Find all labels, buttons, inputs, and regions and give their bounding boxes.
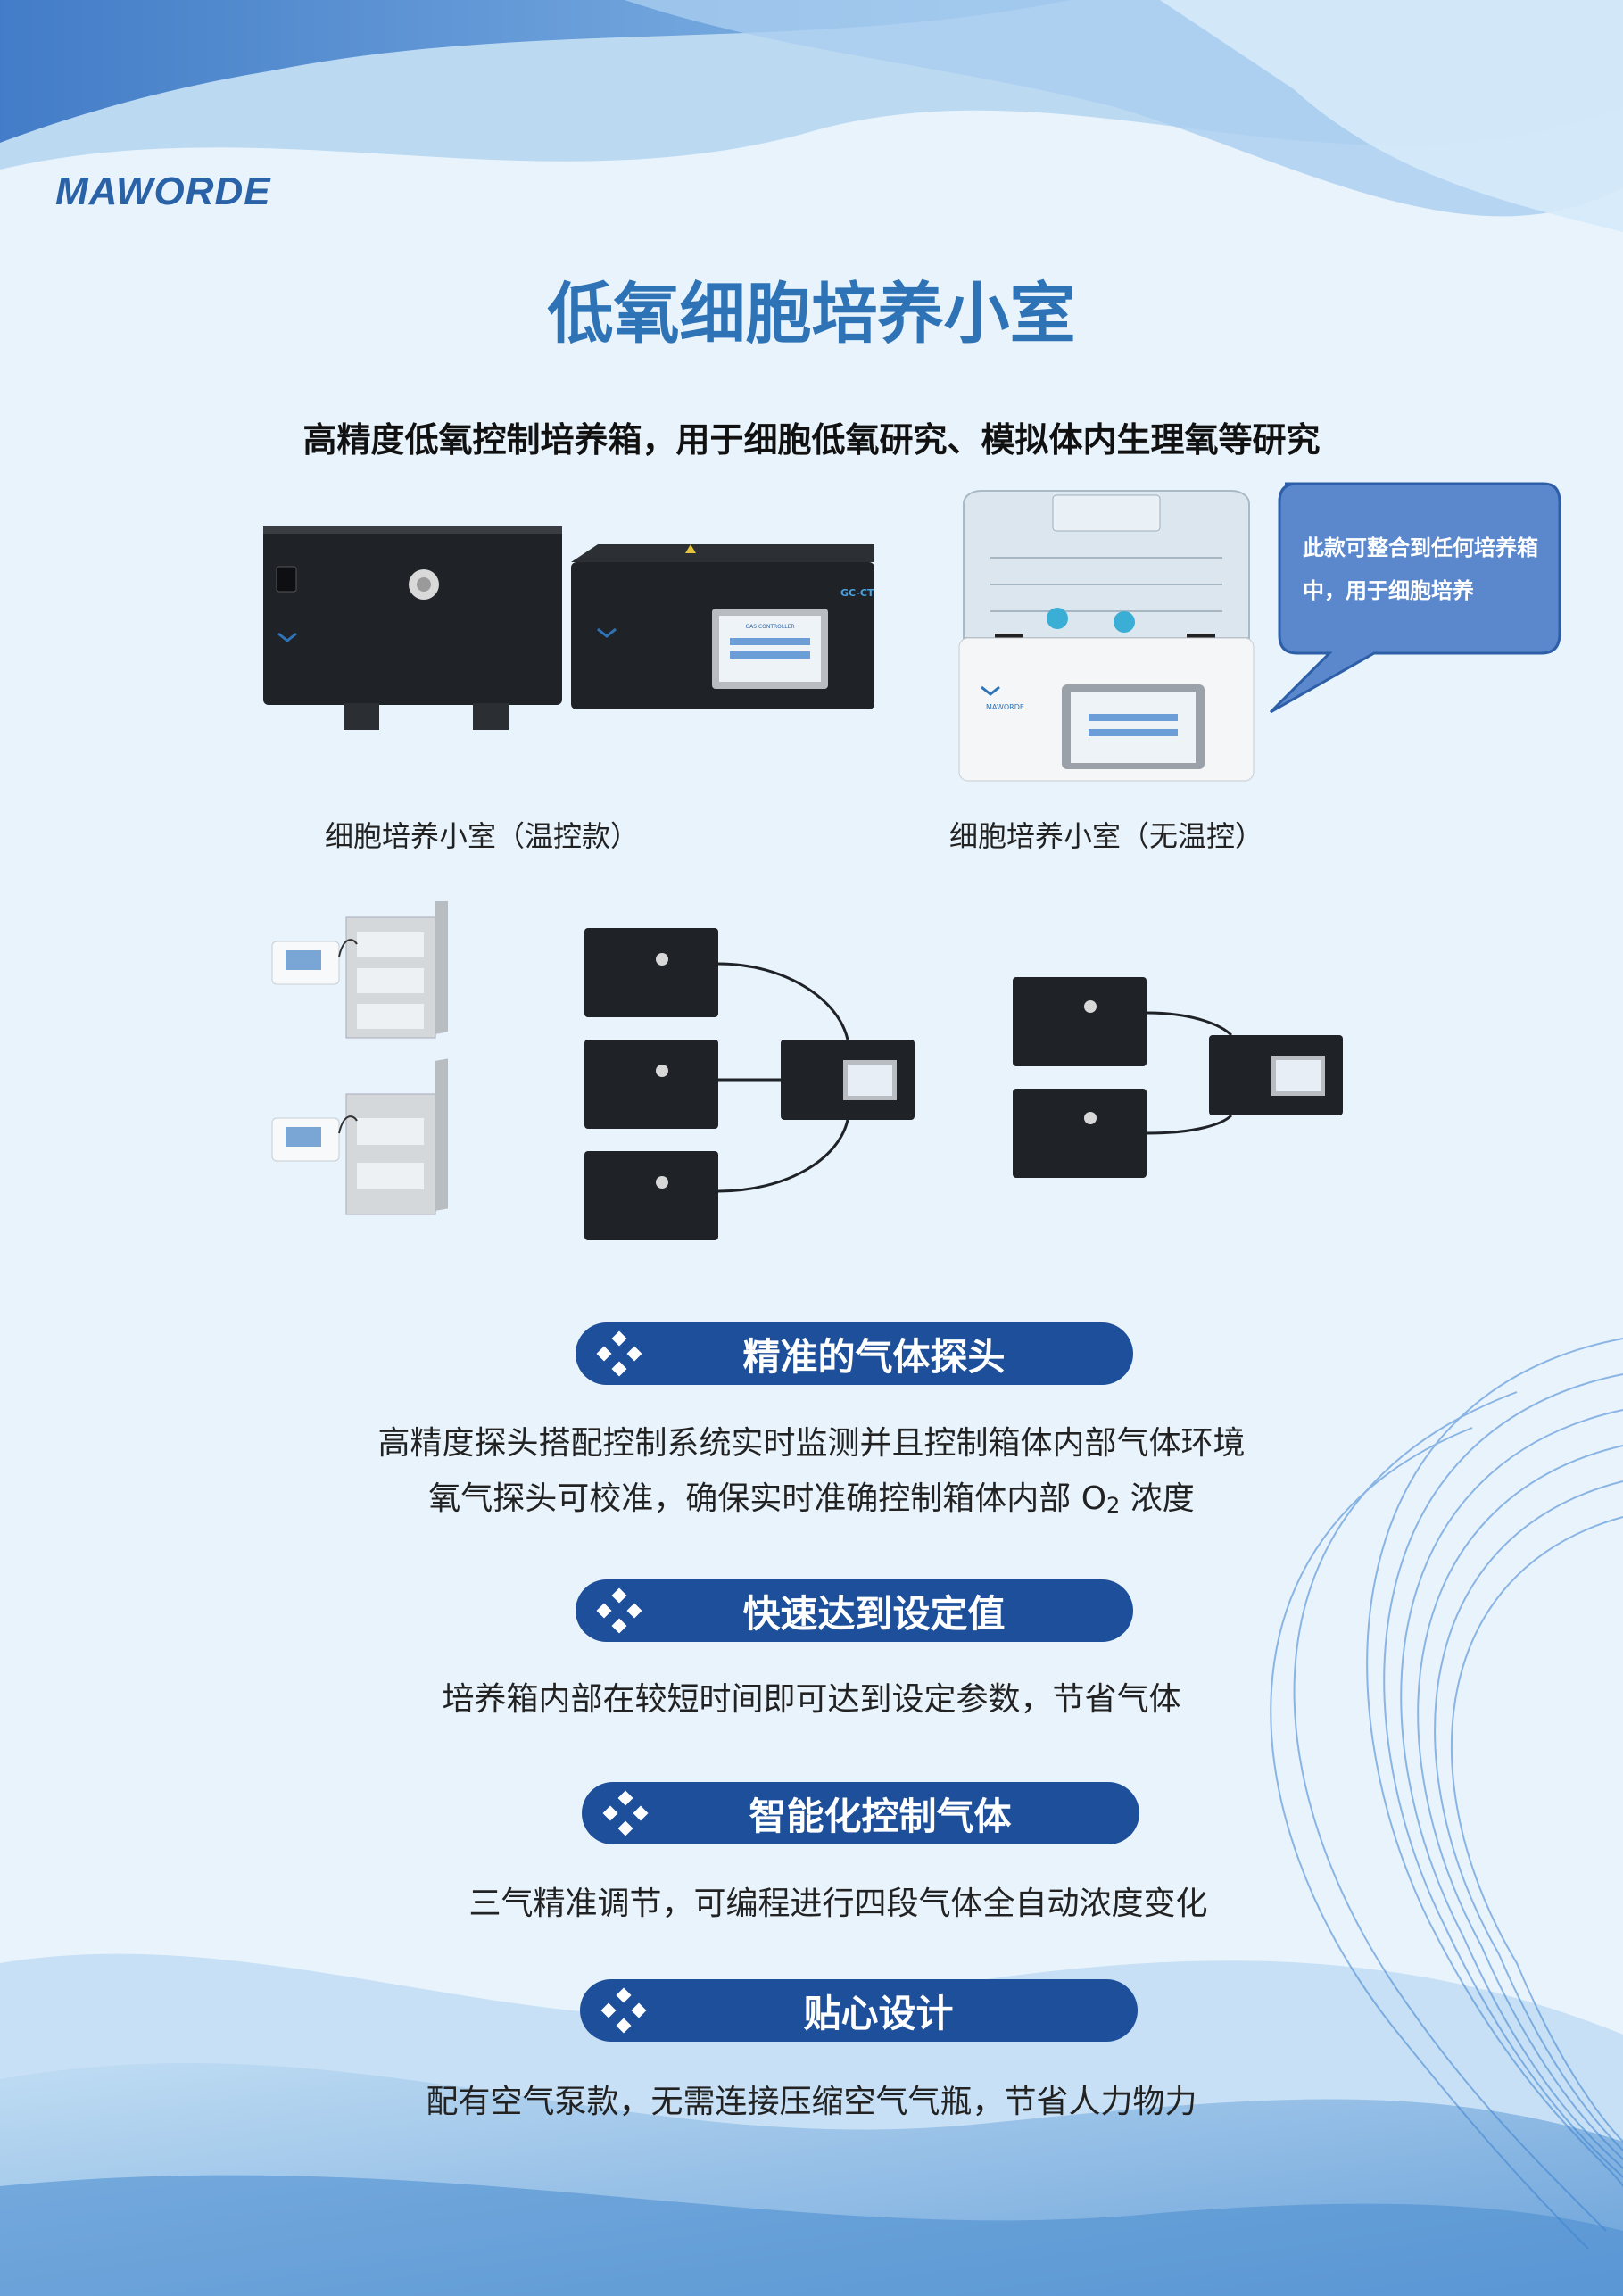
device-brand-label: MAWORDE — [986, 703, 1024, 711]
feature-heading-pill-2: 快速达到设定值 — [576, 1579, 1133, 1642]
feature-text-1b: 氧气探头可校准，确保实时准确控制箱体内部 O2 浓度 — [428, 1480, 1195, 1518]
product-image-no-temp: MAWORDE — [958, 490, 1255, 782]
feature-text-3: 三气精准调节，可编程进行四段气体全自动浓度变化 — [468, 1886, 1208, 1922]
screen-title-label: GAS CONTROLLER — [745, 624, 794, 630]
feature-text-2: 培养箱内部在较短时间即可达到设定参数，节省气体 — [442, 1681, 1181, 1718]
product-image-temp-controlled: GC-CT GAS CONTROLLER — [263, 526, 874, 730]
diamond-cluster-icon — [596, 1587, 642, 1634]
feature-heading-pill-1: 精准的气体探头 — [576, 1322, 1133, 1385]
page-subtitle: 高精度低氧控制培养箱，用于细胞低氧研究、模拟体内生理氧等研究 — [302, 420, 1321, 460]
callout-text: 此款可整合到任何培养箱中，用于细胞培养 — [1303, 535, 1538, 603]
feature-heading-3: 智能化控制气体 — [749, 1794, 1012, 1838]
feature-heading-2: 快速达到设定值 — [742, 1591, 1006, 1636]
feature-heading-pill-4: 贴心设计 — [580, 1979, 1138, 2042]
brand-logo: MAWORDE — [55, 170, 271, 213]
panel-model-label: GC-CT — [840, 587, 874, 599]
feature-heading-1: 精准的气体探头 — [742, 1334, 1006, 1379]
diamond-cluster-icon — [600, 1987, 647, 2034]
callout-bubble — [1269, 482, 1561, 714]
diamond-cluster-icon — [596, 1330, 642, 1377]
feature-heading-pill-3: 智能化控制气体 — [582, 1782, 1139, 1844]
product-caption-temp: 细胞培养小室（温控款） — [324, 819, 639, 853]
diamond-cluster-icon — [602, 1790, 649, 1836]
feature-text-1a: 高精度探头搭配控制系统实时监测并且控制箱体内部气体环境 — [377, 1425, 1246, 1462]
product-caption-no-temp: 细胞培养小室（无温控） — [948, 819, 1263, 853]
feature-heading-4: 贴心设计 — [803, 1991, 954, 2035]
feature-text-4: 配有空气泵款，无需连接压缩空气气瓶，节省人力物力 — [426, 2084, 1197, 2120]
configuration-images — [271, 901, 1343, 1240]
page-title: 低氧细胞培养小室 — [547, 276, 1076, 352]
